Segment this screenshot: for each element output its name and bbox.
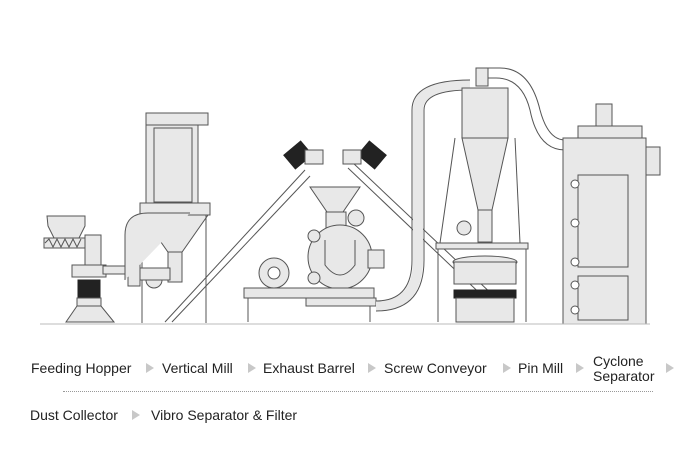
flow-step-screw-conveyor: Screw Conveyor	[384, 360, 487, 376]
dust-collector-machine	[562, 103, 661, 325]
flow-step-pin-mill: Pin Mill	[518, 360, 564, 376]
production-line-diagram	[40, 67, 661, 325]
pin-mill-machine	[243, 186, 385, 322]
flow-step-cyclone-separator-line1: Cyclone	[593, 353, 644, 369]
triangle-right-icon	[666, 363, 674, 373]
feeding-hopper-machine	[43, 215, 128, 323]
flow-step-exhaust-barrel: Exhaust Barrel	[263, 360, 355, 376]
flow-step-feeding-hopper: Feeding Hopper	[31, 360, 132, 376]
vertical-mill-machine	[124, 112, 211, 323]
triangle-right-icon	[503, 363, 511, 373]
triangle-right-icon	[248, 363, 256, 373]
cyclone-separator-machine	[435, 67, 566, 322]
flow-step-cyclone-separator-line2: Separator	[593, 368, 655, 384]
triangle-right-icon	[576, 363, 584, 373]
dotted-divider	[63, 391, 653, 392]
triangle-right-icon	[368, 363, 376, 373]
triangle-right-icon	[146, 363, 154, 373]
flow-step-vibro-separator: Vibro Separator & Filter	[151, 407, 298, 423]
screw-conveyor-left	[164, 140, 324, 323]
flow-step-dust-collector: Dust Collector	[30, 407, 118, 423]
vibro-separator-machine	[452, 255, 518, 323]
triangle-right-icon	[132, 410, 140, 420]
flow-step-vertical-mill: Vertical Mill	[162, 360, 233, 376]
duct-pipe	[375, 80, 471, 311]
